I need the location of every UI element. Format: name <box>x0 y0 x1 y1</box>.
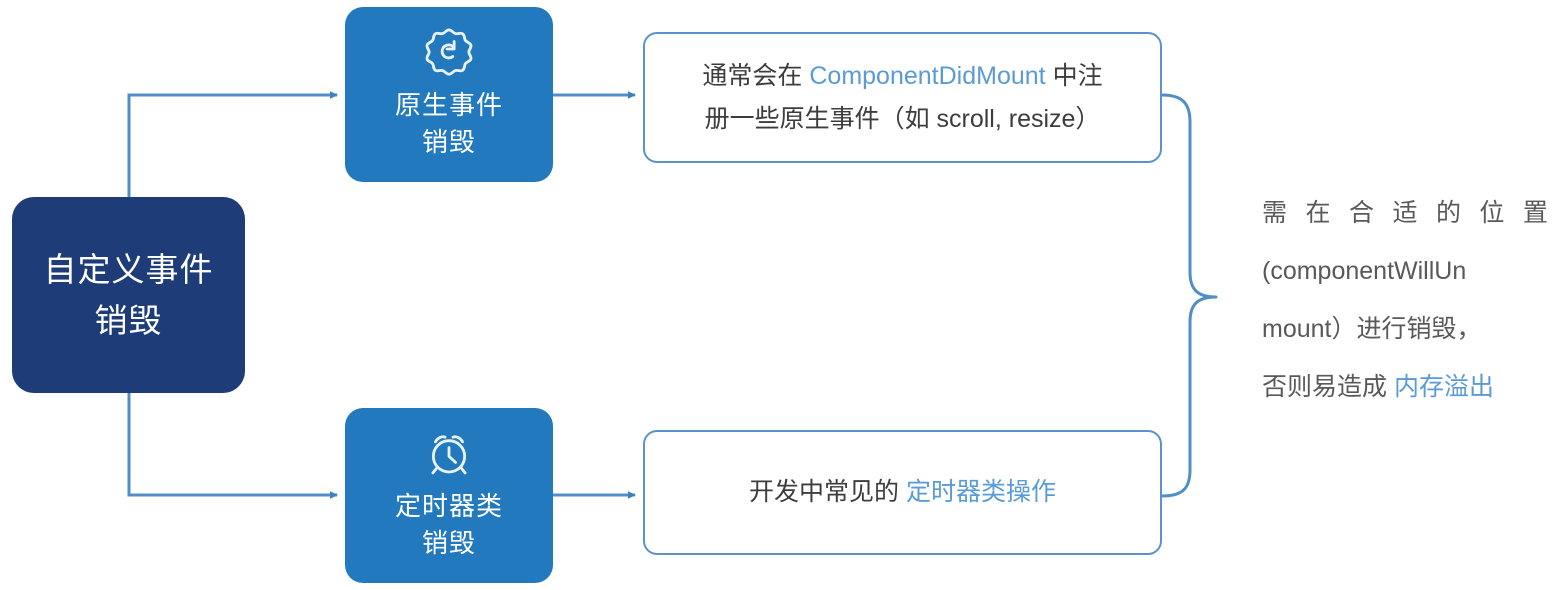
destroy-summary: 需在合适的位置 (componentWillUn mount）进行销毁， 否则易… <box>1262 184 1548 416</box>
node-root-line-2: 销毁 <box>94 302 163 339</box>
node-timer-destroy[interactable]: 定时器类 销毁 <box>345 408 553 583</box>
detail-box-native-event: 通常会在 ComponentDidMount 中注 册一些原生事件（如 scro… <box>643 32 1162 163</box>
detail-box-timer: 开发中常见的 定时器类操作 <box>643 430 1162 555</box>
summary-line-2: (componentWillUn <box>1262 257 1467 285</box>
node-root-line-1: 自定义事件 <box>43 250 214 288</box>
connector-root-to-timer <box>127 393 338 499</box>
node-custom-event-destroy[interactable]: 自定义事件 销毁 <box>12 197 245 393</box>
node-timer-line-2: 销毁 <box>421 527 476 558</box>
summary-line-1: 需在合适的位置 <box>1262 199 1548 227</box>
node-native-line-1: 原生事件 <box>394 90 503 120</box>
node-timer-line-1: 定时器类 <box>394 491 503 521</box>
detail-native-line-1: 通常会在 ComponentDidMount 中注 <box>702 61 1103 90</box>
alarm-clock-icon <box>431 435 467 475</box>
node-native-line-2: 销毁 <box>421 126 476 157</box>
gear-question-icon <box>425 28 473 76</box>
node-native-event-destroy[interactable]: 原生事件 销毁 <box>345 7 553 182</box>
detail-native-line-2: 册一些原生事件（如 scroll, resize） <box>704 104 1101 133</box>
curly-brace <box>1160 93 1218 498</box>
summary-line-4: 否则易造成 内存溢出 <box>1262 373 1494 401</box>
component-did-mount-token: ComponentDidMount <box>809 61 1046 90</box>
memory-leak-token: 内存溢出 <box>1393 373 1494 401</box>
summary-line-3: mount）进行销毁， <box>1262 315 1482 343</box>
connector-root-to-native <box>127 91 338 197</box>
detail-timer-line-1: 开发中常见的 定时器类操作 <box>749 478 1056 506</box>
timer-operation-token: 定时器类操作 <box>905 478 1056 506</box>
